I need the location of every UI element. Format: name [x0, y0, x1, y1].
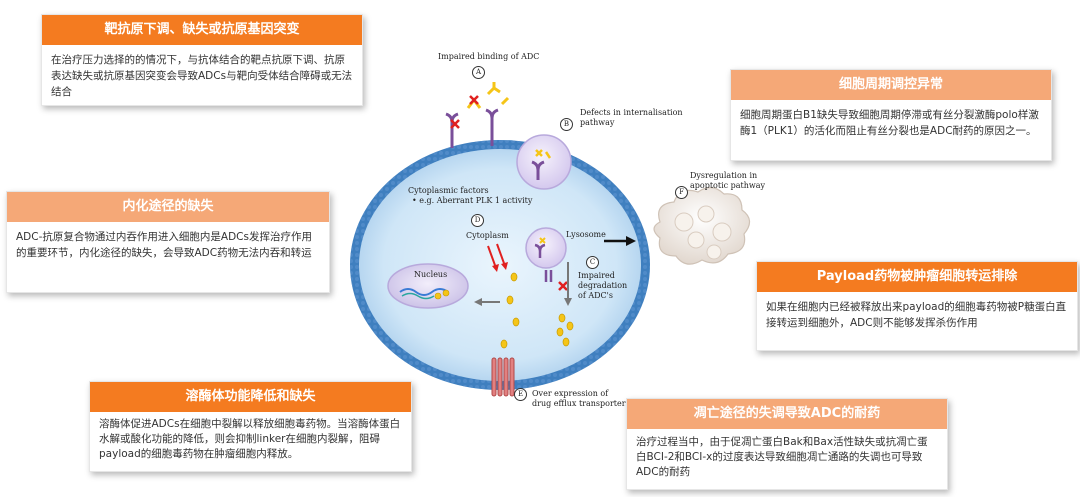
lysosome-vesicle [525, 227, 567, 282]
card-antigen-downregulation: 靶抗原下调、缺失或抗原基因突变 在治疗压力选择的的情况下，与抗体结合的靶点抗原下… [41, 14, 363, 106]
label-apoptotic-dysregulation: Dysregulation in apoptotic pathway [690, 171, 765, 191]
efflux-transporter [491, 357, 515, 397]
card-body: ADC-抗原复合物通过内吞作用进入细胞内是ADCs发挥治疗作用的重要环节，内化途… [16, 231, 312, 259]
label-defects-internalisation: Defects in internalisation pathway [580, 108, 683, 128]
receptors-impaired-binding [445, 82, 510, 148]
marker-f: F [675, 186, 688, 199]
card-title: 靶抗原下调、缺失或抗原基因突变 [42, 15, 362, 45]
label-efflux-transporters: Over expression of drug efflux transport… [532, 389, 630, 409]
transport-arrows [474, 236, 636, 306]
label-cytoplasmic-line-2: • e.g. Aberrant PLK 1 activity [412, 196, 533, 205]
card-body: 溶酶体促进ADCs在细胞中裂解以释放细胞毒药物。当溶酶体蛋白水解或酸化功能的降低… [99, 418, 401, 460]
nucleus [387, 263, 469, 309]
label-defects-line-2: pathway [580, 118, 615, 127]
label-cytoplasm: Cytoplasm [466, 231, 509, 240]
cytoplasm-arrows [487, 243, 508, 272]
label-impaired-binding: Impaired binding of ADC [438, 52, 540, 61]
label-defects-line-1: Defects in internalisation [580, 108, 683, 117]
label-efflux-line-1: Over expression of [532, 389, 609, 398]
marker-c: C [586, 256, 599, 269]
card-title: 溶酶体功能降低和缺失 [90, 382, 411, 412]
marker-e: E [514, 388, 527, 401]
label-apoptotic-line-1: Dysregulation in [690, 171, 758, 180]
label-nucleus: Nucleus [414, 270, 448, 279]
card-body: 治疗过程当中，由于促凋亡蛋白Bak和Bax活性缺失或抗凋亡蛋白BCI-2和BCI… [636, 436, 928, 478]
card-title: 细胞周期调控异常 [731, 70, 1051, 100]
label-lysosome: Lysosome [566, 230, 606, 239]
label-cytoplasmic-factors: Cytoplasmic factors • e.g. Aberrant PLK … [408, 186, 532, 206]
card-payload-efflux: Payload药物被肿瘤细胞转运排除 如果在细胞内已经被释放出来payload的… [756, 261, 1078, 351]
label-cytoplasmic-line-1: Cytoplasmic factors [408, 186, 489, 195]
label-efflux-line-2: drug efflux transporters [532, 399, 630, 408]
label-apoptotic-line-2: apoptotic pathway [690, 181, 766, 190]
card-body: 细胞周期蛋白B1缺失导致细胞周期停滞或有丝分裂激酶polo样激酶1（PLK1）的… [740, 109, 1039, 137]
marker-b: B [560, 118, 573, 131]
card-cell-cycle: 细胞周期调控异常 细胞周期蛋白B1缺失导致细胞周期停滞或有丝分裂激酶polo样激… [730, 69, 1052, 161]
card-title: 凋亡途径的失调导致ADC的耐药 [627, 399, 947, 429]
card-internalization-loss: 内化途径的缺失 ADC-抗原复合物通过内吞作用进入细胞内是ADCs发挥治疗作用的… [6, 191, 330, 293]
block-marks [450, 95, 568, 291]
payload-molecules [500, 272, 574, 349]
card-title: Payload药物被肿瘤细胞转运排除 [757, 262, 1077, 292]
label-degradation-line-3: of ADC's [578, 291, 613, 300]
label-degradation-line-2: degradation [578, 281, 628, 290]
tumor-cell [350, 140, 650, 390]
marker-d: D [471, 214, 484, 227]
card-body: 如果在细胞内已经被释放出来payload的细胞毒药物被P糖蛋白直接转运到细胞外，… [766, 301, 1067, 329]
card-title: 内化途径的缺失 [7, 192, 329, 222]
card-apoptosis-dysregulation: 凋亡途径的失调导致ADC的耐药 治疗过程当中，由于促凋亡蛋白Bak和Bax活性缺… [626, 398, 948, 490]
label-impaired-degradation: Impaired degradation of ADC's [578, 271, 627, 301]
apoptotic-cell [653, 186, 751, 265]
card-body: 在治疗压力选择的的情况下，与抗体结合的靶点抗原下调、抗原表达缺失或抗原基因突变会… [51, 54, 353, 98]
endosome-vesicle [516, 134, 572, 190]
card-lysosome-dysfunction: 溶酶体功能降低和缺失 溶酶体促进ADCs在细胞中裂解以释放细胞毒药物。当溶酶体蛋… [89, 381, 412, 472]
label-degradation-line-1: Impaired [578, 271, 615, 280]
marker-a: A [472, 66, 485, 79]
